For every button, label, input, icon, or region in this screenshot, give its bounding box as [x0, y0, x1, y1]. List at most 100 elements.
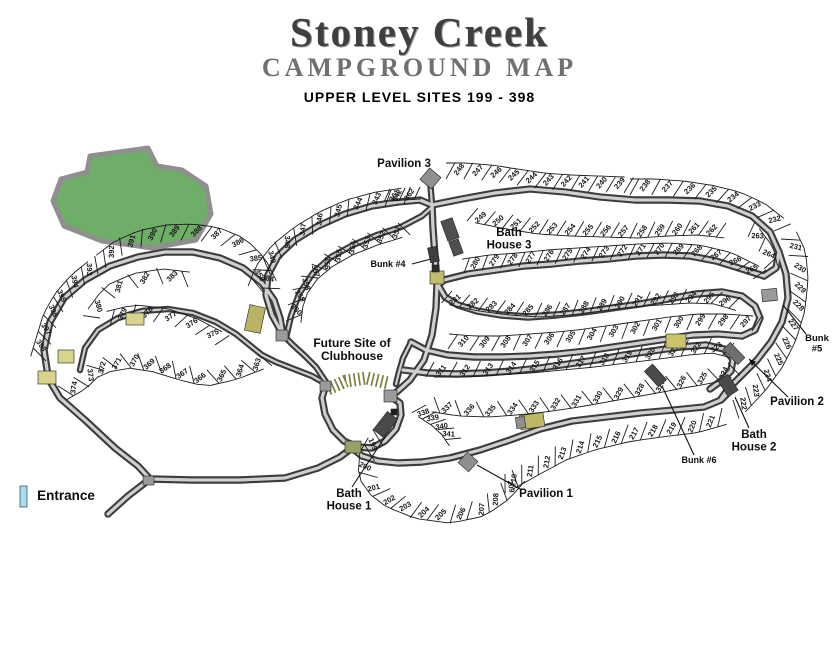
sites-232-238-divider [756, 209, 774, 219]
sites-232-238-divider [694, 184, 707, 200]
site-380: 380 [93, 299, 105, 313]
sites-281-296-divider [589, 297, 597, 313]
sites-361-362-outline [390, 198, 421, 202]
sites-263-264-divider [763, 257, 777, 270]
pavilion-2-pointer [748, 358, 789, 398]
sites-222-231-divider [787, 308, 802, 324]
site-218: 218 [646, 423, 660, 438]
site-212: 212 [541, 455, 552, 469]
sites-249-262-divider [629, 222, 638, 239]
sites-324-337-divider [602, 387, 614, 402]
sites-324-337-divider [644, 379, 656, 394]
road-t4-junction-fill [394, 340, 413, 386]
yellow-site-374 [37, 370, 57, 385]
sites-393-398-divider [66, 280, 74, 298]
sites-210-221-divider [620, 424, 629, 444]
sites-265-280-outline [461, 242, 760, 267]
junction-left-grey [275, 329, 289, 342]
sites-239-248-outline [446, 162, 625, 178]
wedge-left-olive [244, 304, 266, 334]
site-317: 317 [574, 354, 588, 369]
road-loop-inner-fill [284, 206, 433, 340]
pavilion-1-label: Pavilion 1 [519, 488, 573, 500]
bath-house-2-pointer [734, 396, 750, 429]
road-t2-fill [436, 253, 766, 287]
sites-297-310-divider [642, 319, 650, 336]
sites-384-392-divider [200, 226, 213, 242]
sites-263-264-divider [747, 222, 756, 238]
site-353: 353 [360, 235, 372, 250]
pavilion-3-label: Pavilion 3 [377, 158, 431, 170]
sites-210-221-outline [513, 423, 727, 490]
sites-210-221-divider [639, 421, 648, 441]
sites-361-362-divider [413, 186, 421, 200]
site-323: 323 [709, 340, 724, 355]
sites-311-323-divider [495, 359, 505, 376]
sites-265-280-divider [664, 242, 673, 258]
sites-311-323-divider [658, 342, 666, 360]
site-356: 356 [322, 257, 331, 270]
sites-311-323-divider [565, 353, 574, 370]
sites-210-221-divider [603, 428, 611, 448]
sites-239-248-divider [605, 176, 616, 193]
site-381: 381 [113, 279, 125, 293]
sites-265-280-divider [752, 269, 767, 280]
yellow-site-322 [665, 333, 687, 349]
sites-363-374-divider [86, 364, 105, 371]
sites-210-221-divider [677, 416, 686, 436]
road-t4-fill [409, 332, 744, 359]
sites-265-280-divider [646, 243, 655, 258]
sites-384-392-divider [140, 229, 144, 248]
sites-297-310-divider [751, 316, 762, 332]
sites-297-310-divider [447, 334, 458, 350]
sites-281-296-divider [458, 294, 471, 308]
site-385: 385 [249, 253, 263, 263]
sites-199-209-divider [486, 493, 490, 513]
sites-281-296-divider [477, 297, 488, 312]
sites-384-392-divider [261, 287, 281, 290]
site-201: 201 [366, 482, 380, 494]
road-top-t1-fill [430, 187, 781, 278]
sites-375-379-divider [153, 307, 164, 323]
sites-281-296-divider [661, 290, 669, 306]
sites-351-360-divider [300, 275, 319, 279]
sites-281-296-divider [710, 291, 723, 304]
site-330: 330 [591, 389, 605, 404]
site-318: 318 [597, 351, 611, 366]
sites-239-248-divider [516, 170, 529, 186]
sites-232-238-outline [630, 178, 785, 219]
site-209: 209 [505, 479, 516, 493]
sites-393-398-divider [42, 314, 57, 329]
sites-199-209-divider [426, 504, 439, 521]
site-337: 337 [439, 400, 454, 415]
sites-297-310-divider [491, 335, 501, 352]
site-373: 373 [85, 368, 95, 382]
sites-249-262-outline [475, 222, 725, 239]
sites-380-383-divider [101, 287, 116, 299]
junction-circle-top [383, 389, 398, 403]
sites-249-262-divider [466, 207, 479, 222]
site-339: 339 [426, 412, 440, 423]
site-334: 334 [505, 400, 520, 416]
sites-361-362-divider [398, 187, 406, 201]
sites-222-231-divider [780, 238, 801, 241]
sites-351-360-divider [382, 227, 396, 240]
sites-311-323-divider [425, 361, 435, 378]
sites-324-337-divider [497, 401, 508, 416]
sites-249-262-divider [556, 220, 567, 236]
sites-210-221-divider [698, 413, 705, 433]
sites-239-248-divider [481, 164, 493, 181]
sites-210-221-divider [658, 419, 667, 438]
site-370: 370 [127, 353, 141, 368]
site-338: 338 [416, 406, 431, 419]
bunk-4-label: Bunk #4 [370, 259, 405, 269]
sites-324-337-divider [454, 400, 462, 417]
sites-239-248-divider [534, 172, 547, 189]
site-333: 333 [527, 399, 541, 414]
